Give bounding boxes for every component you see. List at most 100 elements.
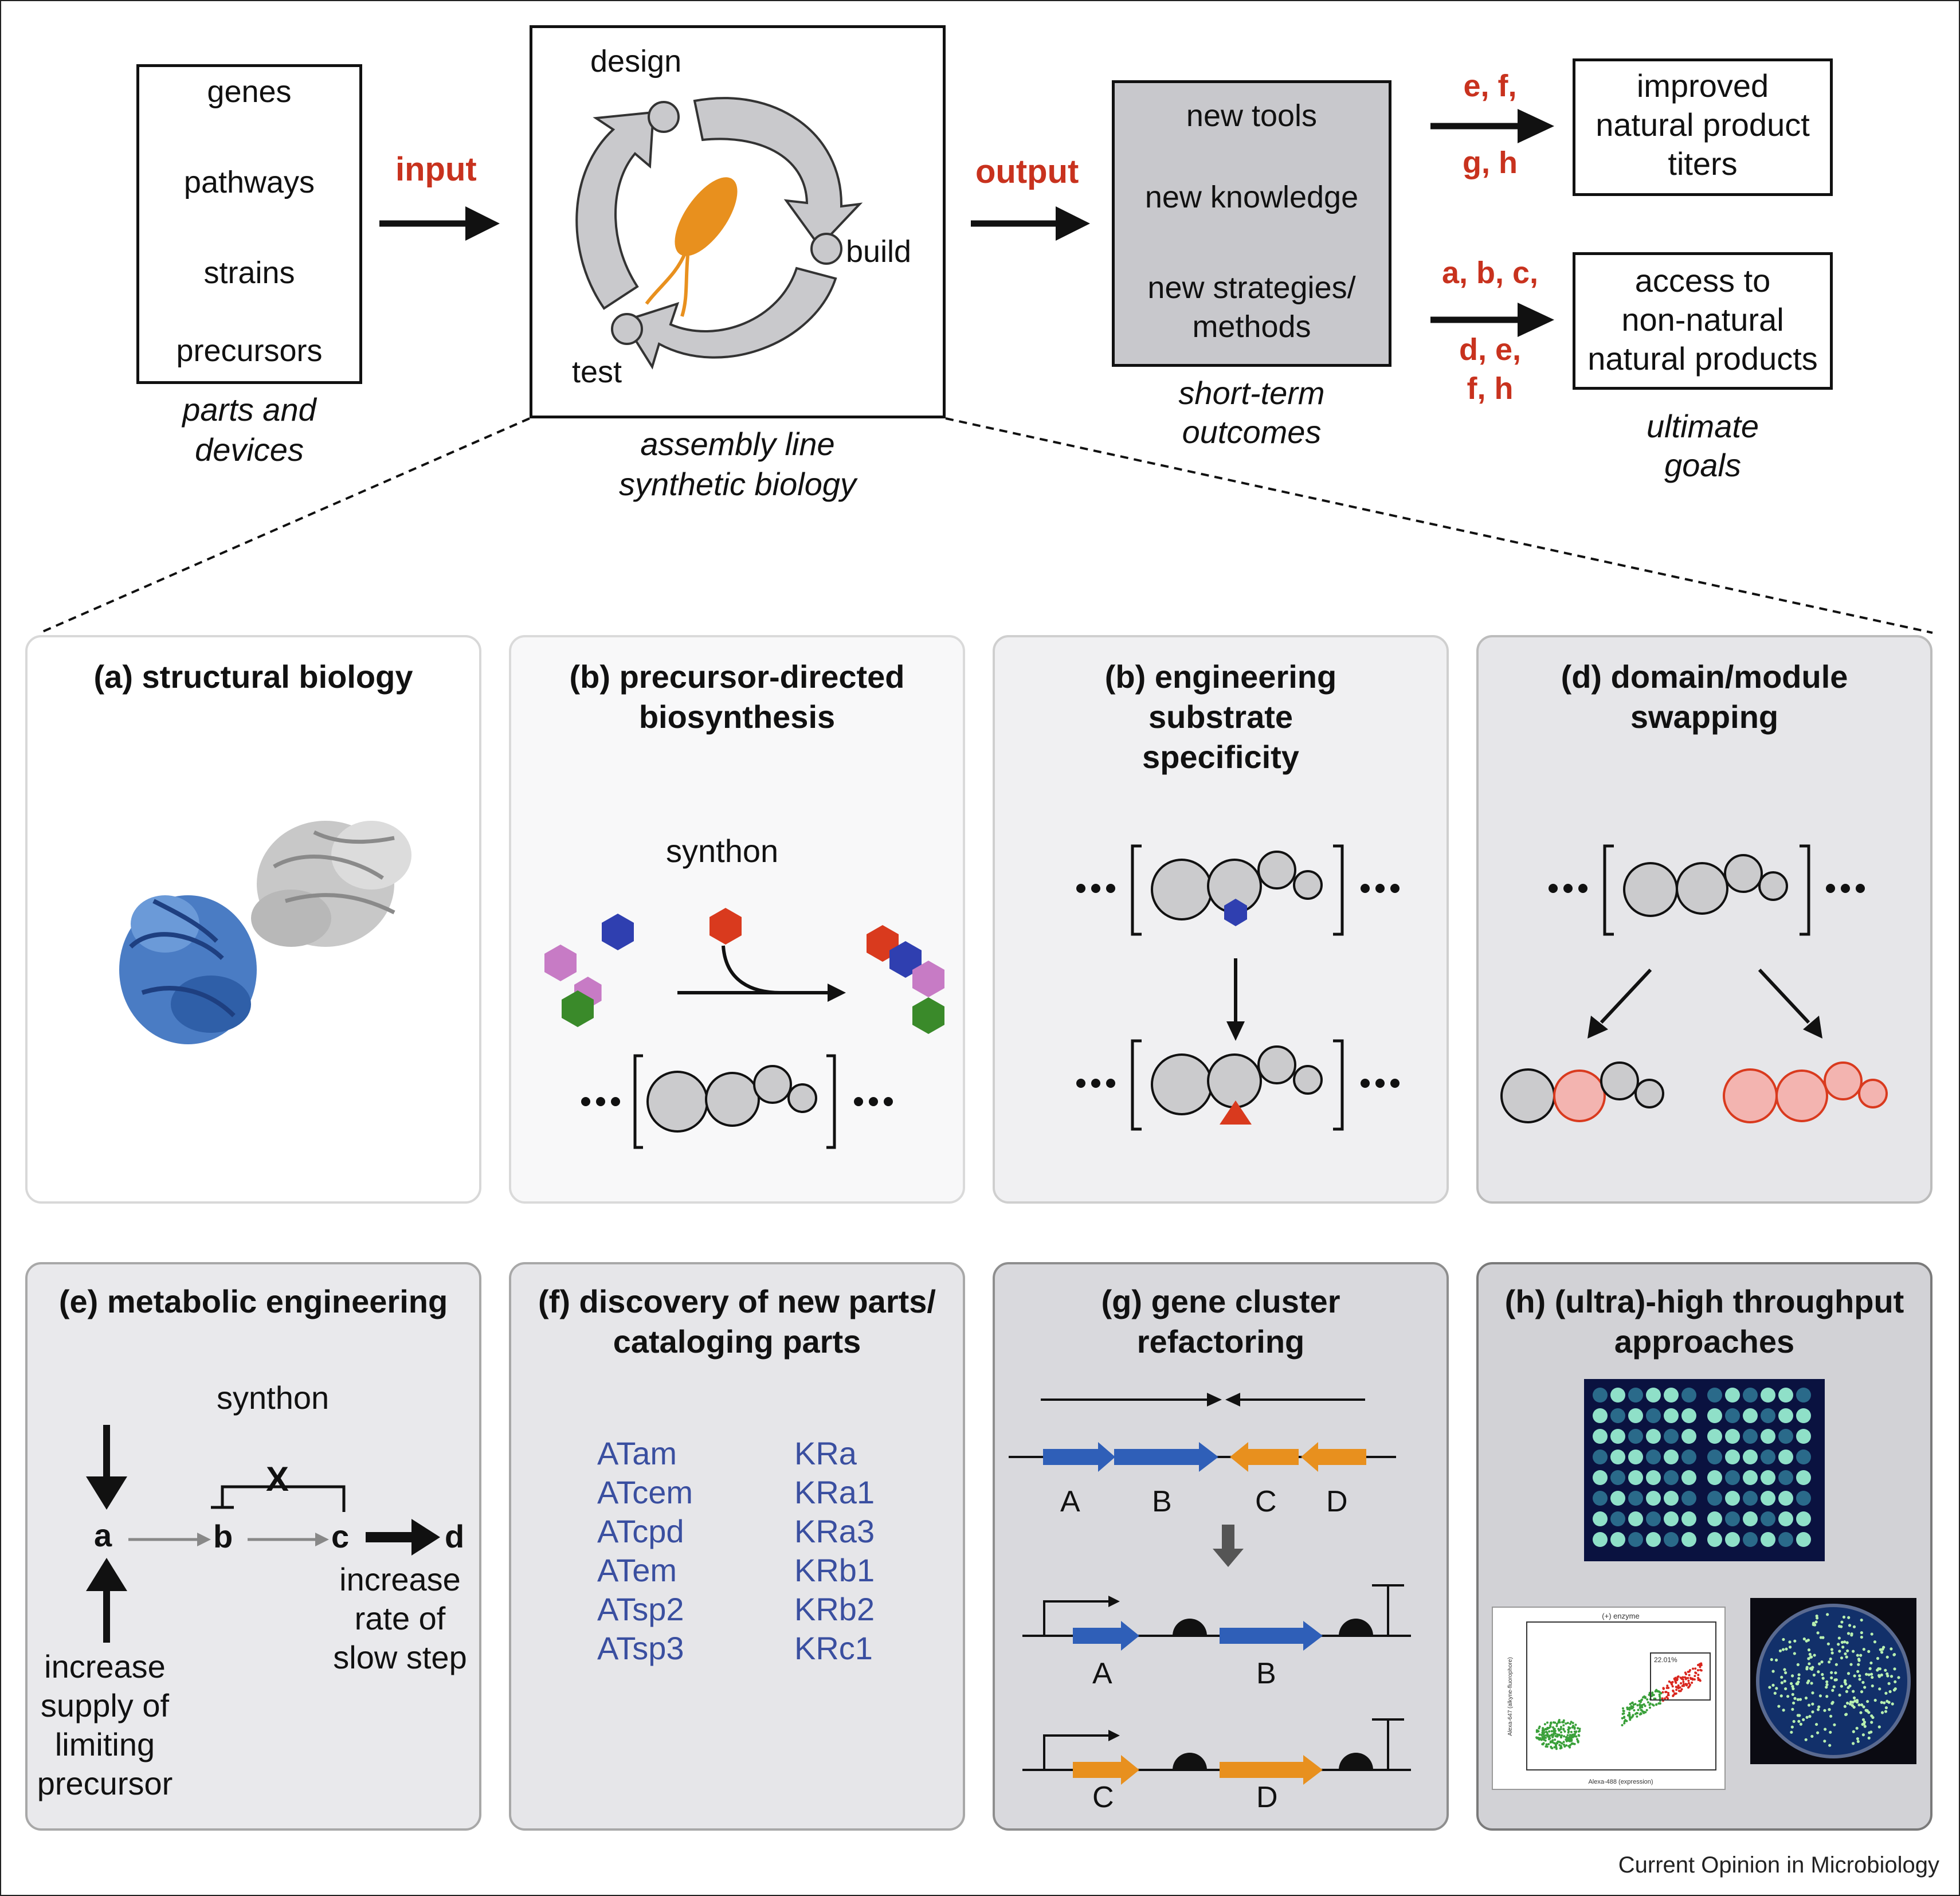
facs-dot [1560, 1731, 1563, 1734]
microplate-well [1796, 1450, 1811, 1464]
microplate-well [1707, 1408, 1722, 1423]
colony [1884, 1668, 1887, 1672]
colony [1797, 1676, 1801, 1680]
gene-arrow-a [1043, 1442, 1115, 1472]
colony [1793, 1639, 1797, 1643]
facs-dot [1568, 1736, 1571, 1738]
colony [1845, 1701, 1849, 1705]
facs-dot [1651, 1693, 1653, 1695]
dbt-cycle [575, 97, 863, 370]
colony [1770, 1658, 1773, 1662]
colony [1877, 1675, 1881, 1678]
microplate-well [1664, 1429, 1679, 1444]
facs-dot [1662, 1687, 1665, 1690]
colony [1876, 1656, 1880, 1660]
facs-dot [1636, 1715, 1638, 1718]
colony [1830, 1648, 1833, 1651]
colony [1853, 1674, 1856, 1678]
synthon-label: synthon [666, 833, 779, 869]
microplate-well [1743, 1408, 1758, 1423]
hexagon-blue [602, 914, 634, 950]
facs-dot [1692, 1667, 1695, 1670]
microplate-well [1664, 1532, 1679, 1547]
arrow2-label-bottom: f, h [1467, 371, 1514, 406]
microplate-well [1796, 1429, 1811, 1444]
colony [1785, 1647, 1788, 1651]
panel-structural-biology: (a) structural biology [25, 635, 481, 1204]
facs-dot [1666, 1685, 1669, 1687]
colony [1796, 1698, 1800, 1701]
colony [1793, 1652, 1796, 1655]
swapping-diagram [1500, 844, 1888, 1123]
colony [1857, 1663, 1860, 1666]
facs-dot [1569, 1722, 1572, 1725]
facs-dot [1565, 1722, 1567, 1725]
microplate-well [1743, 1388, 1758, 1403]
facs-dot [1651, 1694, 1653, 1697]
facs-population [1535, 1662, 1703, 1750]
part-item: ATcem [597, 1474, 693, 1510]
facs-dot [1676, 1678, 1679, 1680]
microplate-well [1646, 1429, 1661, 1444]
panel-title: (b) engineering substrate specificity [995, 657, 1447, 777]
colony [1826, 1613, 1829, 1616]
parts-item: pathways [183, 165, 315, 199]
colony [1806, 1681, 1809, 1685]
note-slow-step: increase rate of slow step [326, 1560, 475, 1677]
hexagon-group-right [867, 925, 944, 1034]
design-label: design [590, 44, 682, 79]
facs-dot [1544, 1739, 1547, 1742]
panel-high-throughput: (h) (ultra)-high throughput approaches (… [1476, 1262, 1932, 1831]
microplate-well [1646, 1408, 1661, 1423]
facs-dot [1699, 1666, 1702, 1668]
outcome-item: new strategies/ [1147, 271, 1356, 305]
facs-dot [1567, 1745, 1570, 1748]
facs-dot [1555, 1748, 1558, 1750]
colony [1883, 1701, 1886, 1705]
facs-dot [1554, 1734, 1557, 1737]
facs-dot [1648, 1693, 1651, 1696]
part-item: KRa [794, 1435, 857, 1471]
facs-dot [1655, 1689, 1658, 1691]
colony [1865, 1672, 1868, 1676]
microplate-left [1593, 1388, 1696, 1547]
colony [1784, 1671, 1787, 1675]
facs-dot [1688, 1674, 1691, 1676]
facs-dot [1694, 1671, 1697, 1674]
facs-dot [1634, 1713, 1637, 1715]
panel-precursor-directed: (b) precursor-directed biosynthesis synt… [509, 635, 965, 1204]
hexagon-blue [889, 941, 922, 978]
note-line: slow step [333, 1639, 467, 1675]
facs-dot [1541, 1731, 1544, 1734]
colony [1771, 1683, 1775, 1687]
colony [1824, 1727, 1827, 1731]
microplate-well [1628, 1408, 1643, 1423]
microplate-well [1593, 1491, 1608, 1506]
facs-dot [1558, 1734, 1561, 1737]
microplate-well [1707, 1450, 1722, 1464]
facs-dot [1654, 1697, 1657, 1700]
colony [1856, 1737, 1859, 1741]
facs-dot [1630, 1707, 1633, 1710]
colony [1852, 1696, 1856, 1699]
facs-dot [1546, 1734, 1549, 1737]
facs-dot [1565, 1740, 1568, 1742]
gene-label: D [1326, 1485, 1348, 1518]
colony [1786, 1695, 1790, 1698]
panel-title: (e) metabolic engineering [58, 1283, 448, 1319]
facs-dot [1573, 1733, 1575, 1736]
microplate-well [1778, 1450, 1793, 1464]
promoter1 [1043, 1600, 1112, 1636]
colony [1871, 1684, 1874, 1688]
facs-dot [1567, 1738, 1570, 1741]
facs-dot [1621, 1724, 1624, 1727]
facs-dot [1574, 1723, 1577, 1726]
hexagon-green [912, 997, 944, 1034]
parts-box [136, 64, 362, 384]
facs-dot [1558, 1729, 1561, 1732]
panel-title: (d) domain/module swapping [1479, 657, 1930, 737]
facs-dot [1621, 1717, 1624, 1719]
arrow2-label-mid: d, e, [1459, 332, 1522, 367]
microplate-well [1796, 1511, 1811, 1526]
colony [1838, 1650, 1841, 1653]
